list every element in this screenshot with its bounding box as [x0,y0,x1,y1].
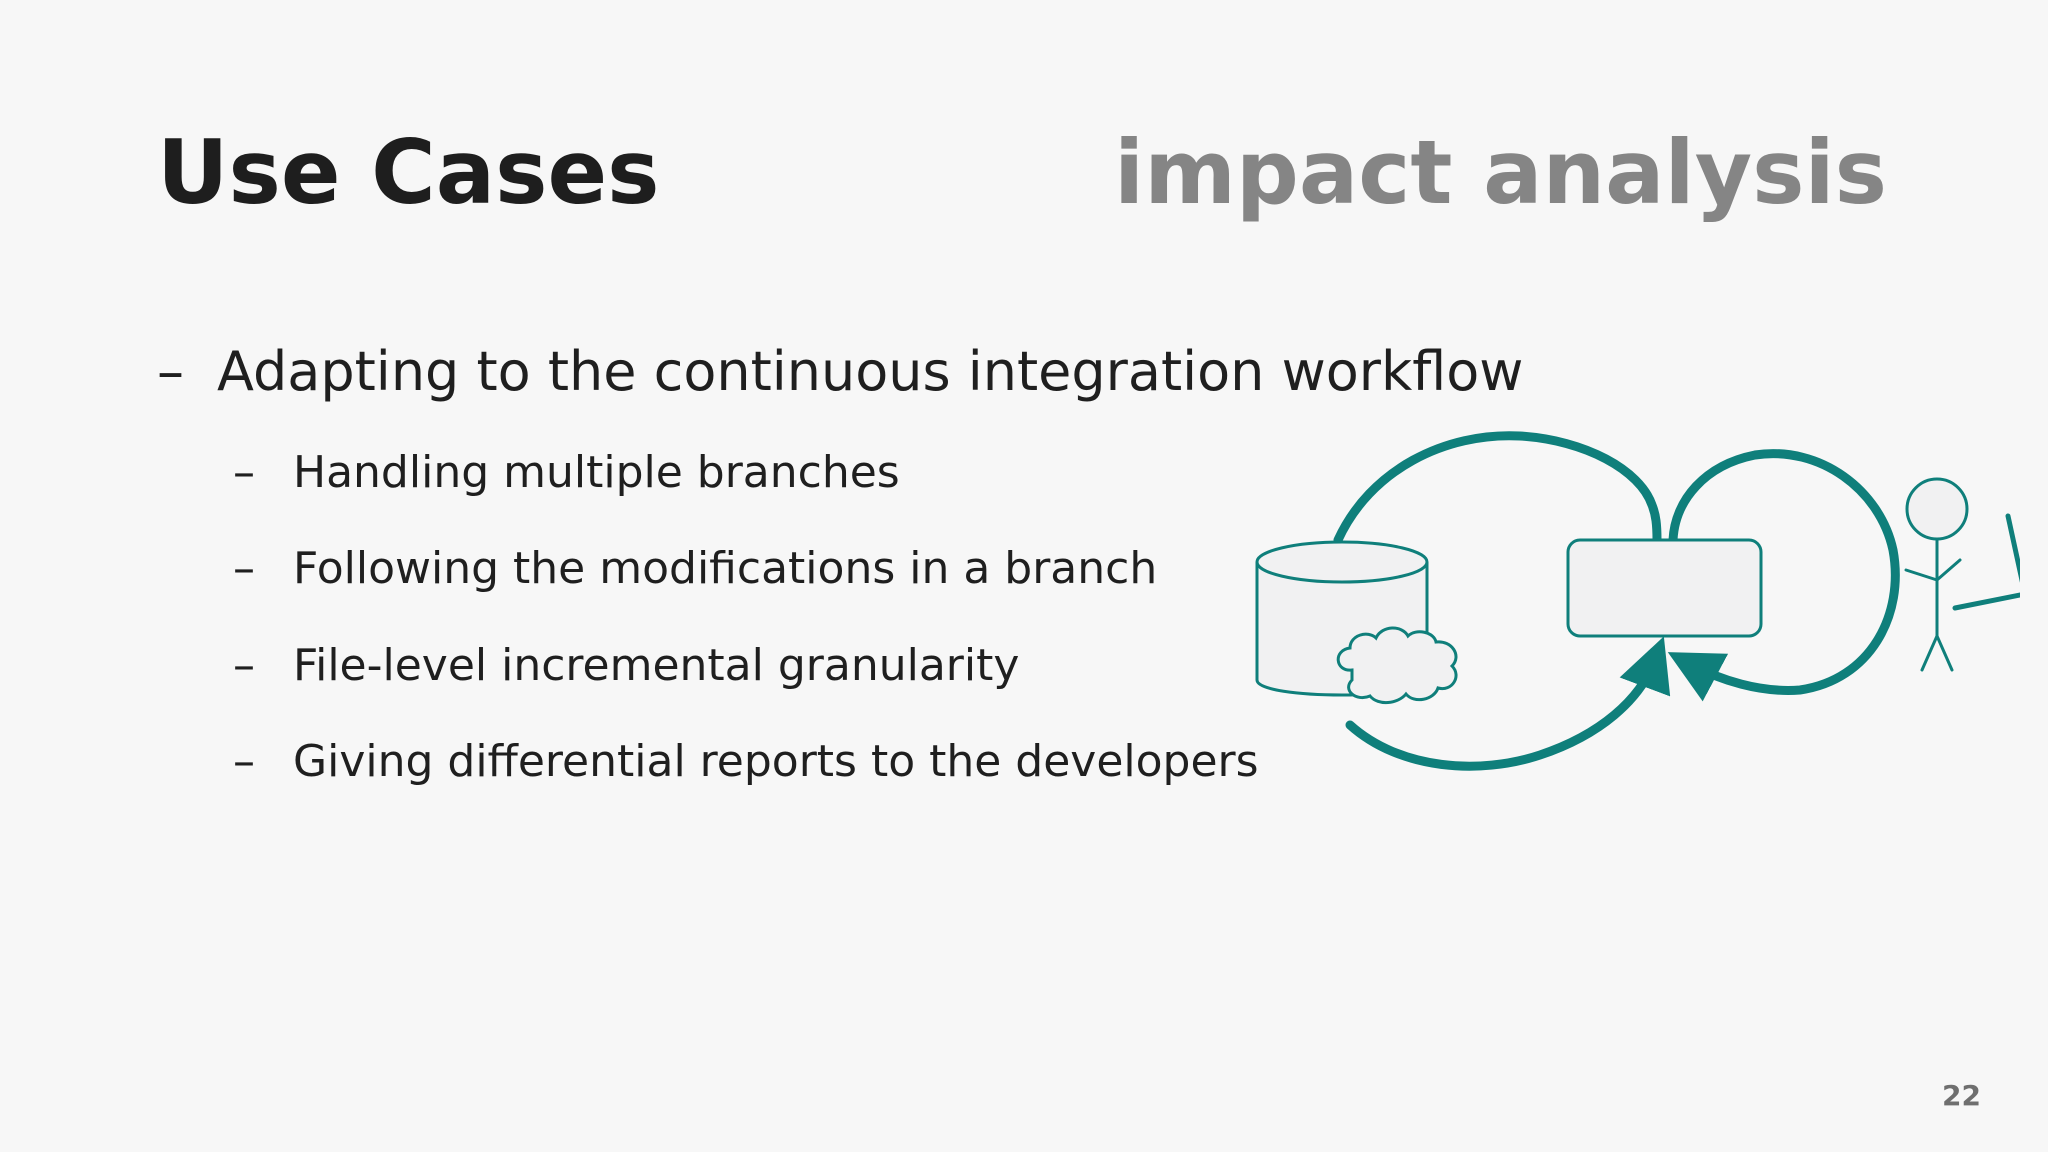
sub-bullet-dash: – [233,736,255,787]
sub-bullet-dash: – [233,640,255,691]
ci-cycle-illustration [1255,431,2020,771]
bullet-text: Adapting to the continuous integration w… [217,340,1524,403]
slide-topic: impact analysis [1114,121,1887,224]
page-number: 22 [1942,1079,1981,1112]
sub-bullet-text: Giving differential reports to the devel… [293,736,1259,787]
stick-figure-icon [1904,477,2020,672]
sub-bullet-dash: – [233,543,255,594]
cloud-icon [1336,626,1458,704]
bullet-dash: – [157,340,184,403]
sub-bullet-text: Following the modifications in a branch [293,543,1158,594]
slide-title: Use Cases [157,121,660,224]
sub-bullet-dash: – [233,447,255,498]
sub-bullet-text: File-level incremental granularity [293,640,1020,691]
cycle-arrows-icon [1333,431,1900,771]
sub-bullet-text: Handling multiple branches [293,447,900,498]
process-box-icon [1566,538,1763,638]
